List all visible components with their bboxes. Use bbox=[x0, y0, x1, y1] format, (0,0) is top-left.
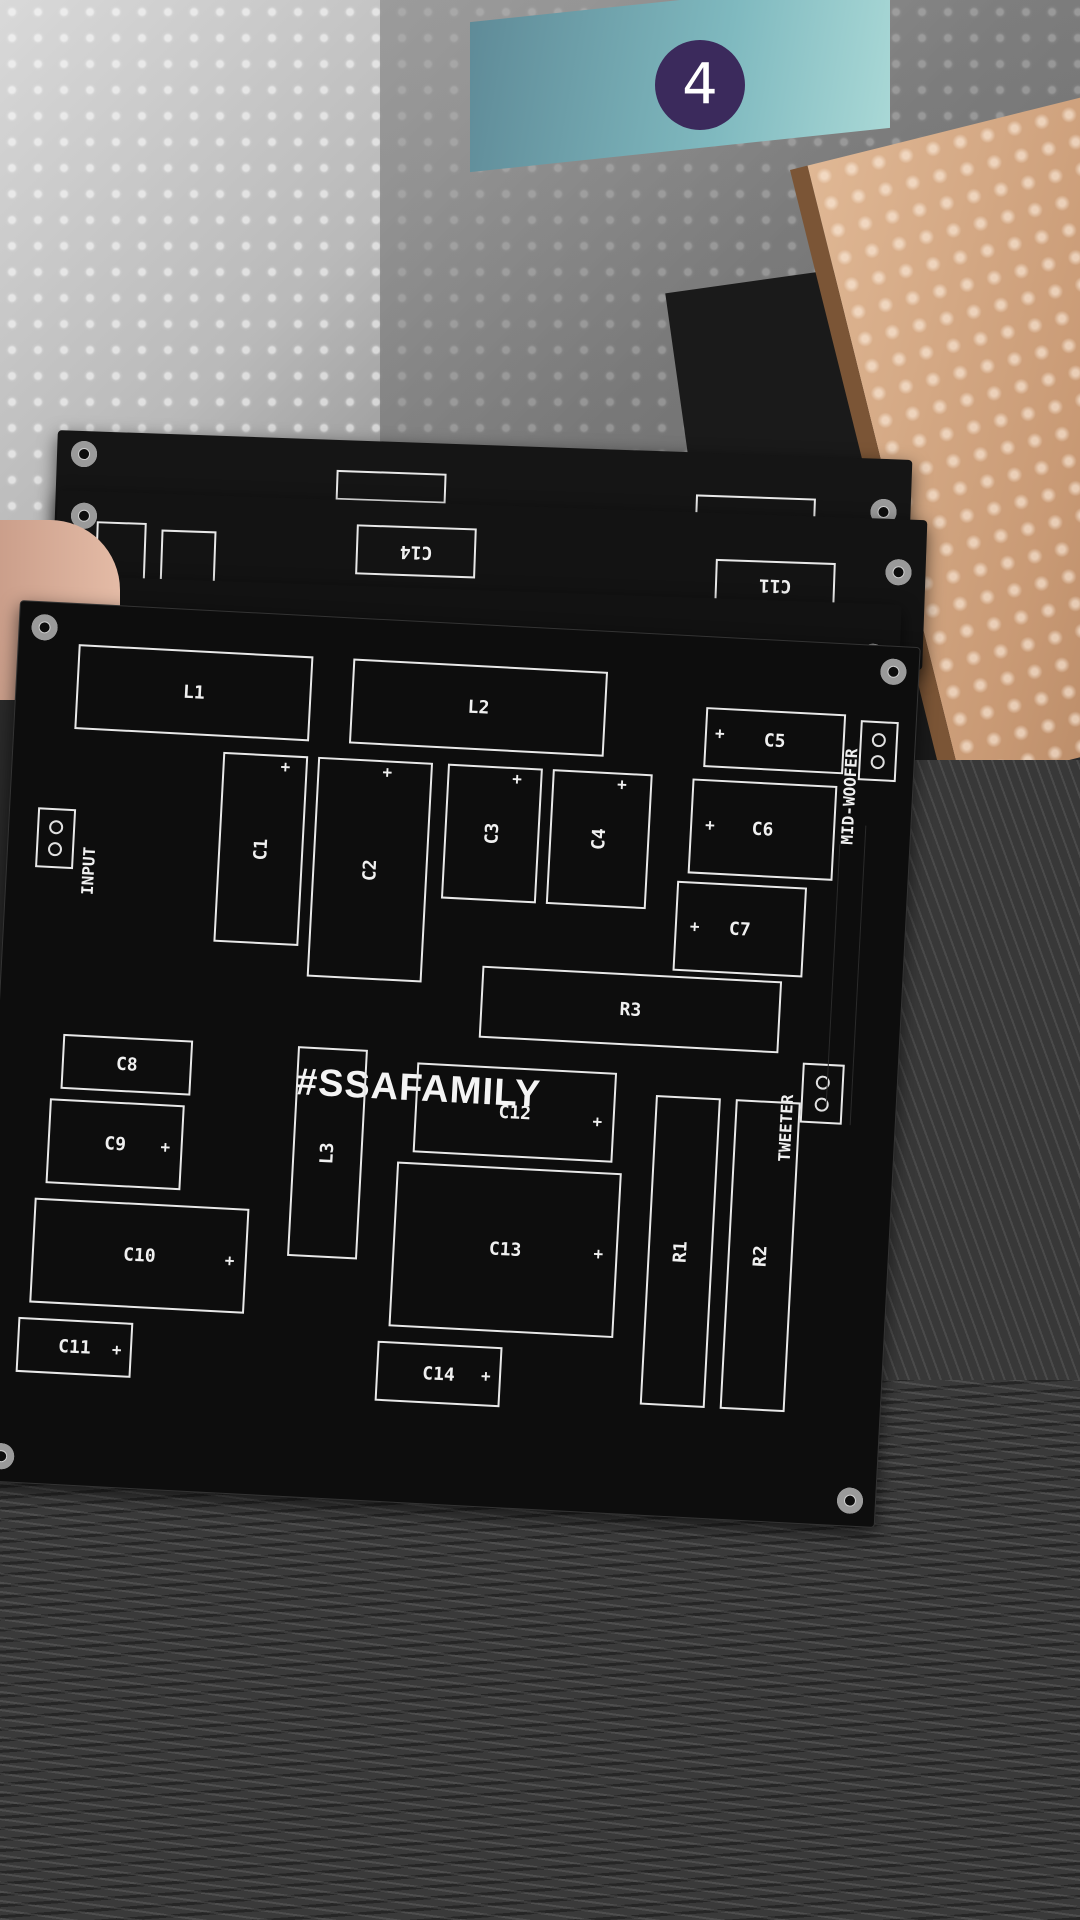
polarity-plus: + bbox=[224, 1250, 235, 1271]
input-connector bbox=[35, 807, 77, 870]
polarity-plus: + bbox=[280, 756, 291, 777]
component-label: C4 bbox=[588, 827, 611, 851]
component-label: C1 bbox=[249, 837, 272, 861]
component-label: C5 bbox=[763, 729, 787, 752]
mounting-hole bbox=[879, 658, 908, 686]
connector-pad bbox=[48, 819, 64, 835]
polarity-plus: + bbox=[714, 723, 726, 744]
component-label: C14 bbox=[421, 1362, 456, 1386]
component-label: R2 bbox=[749, 1244, 772, 1268]
polarity-plus: + bbox=[111, 1339, 123, 1360]
mid-woofer-label: MID-WOOFER bbox=[837, 747, 862, 846]
polarity-plus: + bbox=[480, 1366, 492, 1386]
component-label: L3 bbox=[316, 1141, 339, 1165]
component-r1: R1 bbox=[639, 1094, 721, 1408]
component-r3: R3 bbox=[478, 965, 783, 1054]
component-label: C9 bbox=[103, 1133, 127, 1156]
polarity-plus: + bbox=[511, 769, 523, 789]
component-label: C7 bbox=[728, 918, 752, 941]
component-label: C10 bbox=[122, 1244, 157, 1267]
copper-trace bbox=[849, 825, 867, 1126]
polarity-plus: + bbox=[704, 815, 716, 835]
mounting-hole bbox=[30, 613, 59, 641]
component-label: C11 bbox=[758, 573, 792, 597]
mounting-hole bbox=[836, 1487, 864, 1515]
component-c2: C2 bbox=[306, 756, 434, 983]
mid-woofer-connector bbox=[857, 720, 899, 783]
connector-pad bbox=[870, 754, 886, 770]
component-r2: R2 bbox=[719, 1099, 801, 1413]
pcb-crossover-board: L1 L2 C1 C2 C3 C4 + + + + C5 C6 C7 + + +… bbox=[0, 600, 921, 1528]
polarity-plus: + bbox=[689, 916, 700, 936]
component-label: L2 bbox=[467, 696, 490, 719]
component-outline bbox=[335, 469, 447, 504]
input-label: INPUT bbox=[77, 846, 100, 896]
mounting-hole bbox=[0, 1442, 15, 1470]
component-c14-back: C14 bbox=[355, 524, 477, 579]
component-label: C14 bbox=[399, 540, 433, 563]
component-c3: C3 bbox=[440, 763, 543, 904]
component-c10: C10 bbox=[29, 1197, 250, 1314]
component-c5: C5 bbox=[703, 707, 847, 775]
mounting-hole bbox=[885, 558, 912, 586]
mounting-hole bbox=[70, 440, 98, 468]
component-c8: C8 bbox=[60, 1033, 194, 1096]
component-l2: L2 bbox=[348, 658, 609, 757]
connector-pad bbox=[47, 841, 63, 857]
component-label: R3 bbox=[619, 998, 642, 1021]
component-l1: L1 bbox=[74, 644, 314, 742]
component-c12: C12 bbox=[412, 1062, 618, 1163]
polarity-plus: + bbox=[592, 1111, 603, 1132]
component-label: C12 bbox=[498, 1101, 532, 1124]
component-label: R1 bbox=[669, 1240, 692, 1263]
tweeter-connector bbox=[799, 1062, 845, 1125]
polarity-plus: + bbox=[616, 774, 628, 794]
component-c13: C13 bbox=[388, 1161, 622, 1339]
component-label: L1 bbox=[182, 681, 206, 704]
connector-pad bbox=[871, 732, 887, 748]
polarity-plus: + bbox=[160, 1137, 171, 1157]
component-label: C6 bbox=[751, 818, 774, 841]
component-label: C8 bbox=[115, 1053, 139, 1076]
polarity-plus: + bbox=[593, 1243, 604, 1264]
component-c1: C1 bbox=[213, 751, 309, 947]
component-label: C2 bbox=[358, 858, 381, 882]
polarity-plus: + bbox=[382, 762, 393, 782]
component-l3: L3 bbox=[287, 1046, 368, 1260]
component-c4: C4 bbox=[545, 769, 653, 910]
toy-box-number: 4 bbox=[655, 40, 745, 130]
component-label: C13 bbox=[488, 1238, 522, 1262]
component-label: C11 bbox=[57, 1336, 92, 1359]
component-label: C3 bbox=[480, 822, 503, 845]
